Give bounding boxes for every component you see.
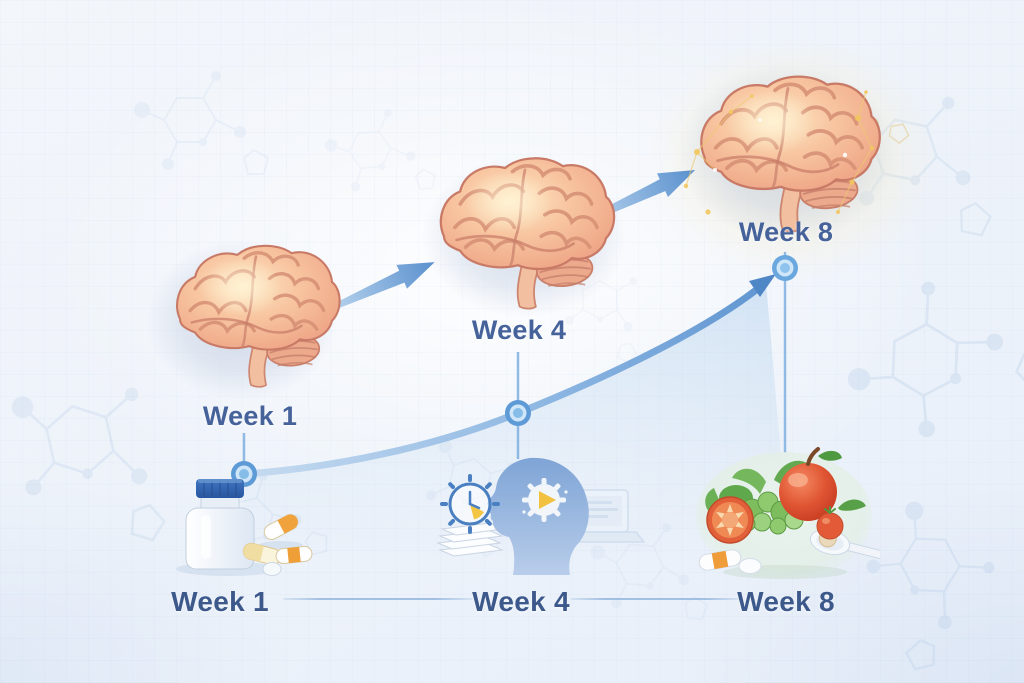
timeline-label-week1: Week 1 bbox=[171, 586, 269, 617]
brain-week4-halo bbox=[422, 156, 626, 318]
timeline-label-week4: Week 4 bbox=[472, 586, 570, 617]
brain-week8-halo bbox=[678, 64, 896, 242]
tomato-half-icon bbox=[706, 496, 754, 544]
timeline-line-2 bbox=[570, 598, 740, 600]
curve-arrowhead bbox=[749, 274, 776, 297]
laptop-icon bbox=[554, 489, 645, 543]
stage-label-week4: Week 4 bbox=[471, 315, 567, 345]
stage-label-week8: Week 8 bbox=[738, 217, 834, 247]
spoon-icon bbox=[809, 528, 880, 561]
brain-week1-halo bbox=[146, 240, 338, 400]
apple-icon bbox=[779, 447, 842, 521]
timeline-label-week8: Week 8 bbox=[737, 586, 835, 617]
head-silhouette bbox=[487, 457, 589, 575]
healthy-nutrition-icon bbox=[696, 447, 880, 580]
timeline-line-1 bbox=[283, 598, 473, 600]
small-tomato-icon bbox=[816, 499, 866, 540]
growth-arrow-1 bbox=[334, 262, 435, 309]
book-stack-icon bbox=[436, 522, 506, 557]
supplement-bottle-icon bbox=[176, 479, 313, 576]
capsule-pill-icon bbox=[698, 549, 762, 574]
cognitive-training-icon bbox=[436, 457, 645, 575]
timer-icon bbox=[440, 474, 500, 534]
gear-play-icon bbox=[522, 478, 568, 522]
stage-label-week1: Week 1 bbox=[202, 401, 298, 431]
curve-node-week4 bbox=[505, 400, 531, 426]
curve-node-week1 bbox=[231, 461, 257, 487]
greens-icon bbox=[705, 460, 816, 535]
